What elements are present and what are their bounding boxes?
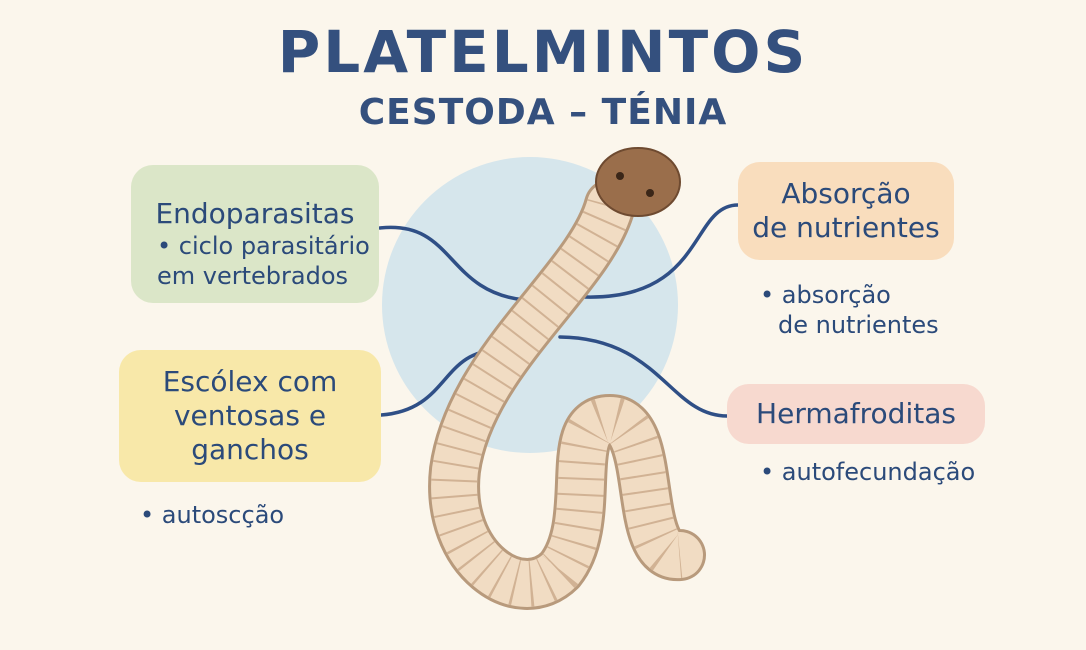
card-hermafroditas: Hermafroditas [727, 384, 985, 444]
scolex-eye-left [616, 172, 624, 180]
connector-hermafroditas [558, 335, 729, 418]
card-escolex-line2: ventosas e [173, 399, 327, 432]
card-endoparasitas: Endoparasitas • ciclo parasitário em ver… [131, 165, 379, 303]
connector-absorcao [583, 203, 740, 299]
card-endoparasitas-title: Endoparasitas [155, 197, 355, 230]
worm-segments [431, 197, 683, 607]
bullet-hermafroditas: • autofecundação [760, 458, 976, 486]
diagram-title: PLATELMINTOS [277, 18, 809, 86]
card-absorcao: Absorção de nutrientes [738, 162, 954, 260]
bullet-absorcao-line2: de nutrientes [778, 311, 939, 339]
card-hermafroditas-title: Hermafroditas [756, 397, 956, 430]
card-escolex: Escólex com ventosas e ganchos [119, 350, 381, 482]
diagram-subtitle: CESTODA – TÉNIA [358, 92, 728, 133]
card-escolex-line3: ganchos [191, 433, 309, 466]
bullet-escolex: • autoscção [140, 501, 285, 529]
connector-endoparasitas [378, 225, 527, 302]
card-escolex-line1: Escólex com [162, 365, 338, 398]
card-absorcao-line1: Absorção [781, 177, 911, 210]
card-endoparasitas-bullet-line1: • ciclo parasitário [157, 232, 370, 260]
bullet-absorcao: • absorção de nutrientes [760, 280, 939, 340]
bullet-absorcao-line1: • absorção [760, 281, 891, 309]
card-absorcao-line2: de nutrientes [752, 211, 940, 244]
card-endoparasitas-bullet: • ciclo parasitário em vertebrados [157, 231, 370, 291]
scolex-head [595, 147, 681, 217]
scolex-eye-right [646, 189, 654, 197]
card-endoparasitas-bullet-line2: em vertebrados [157, 262, 349, 290]
